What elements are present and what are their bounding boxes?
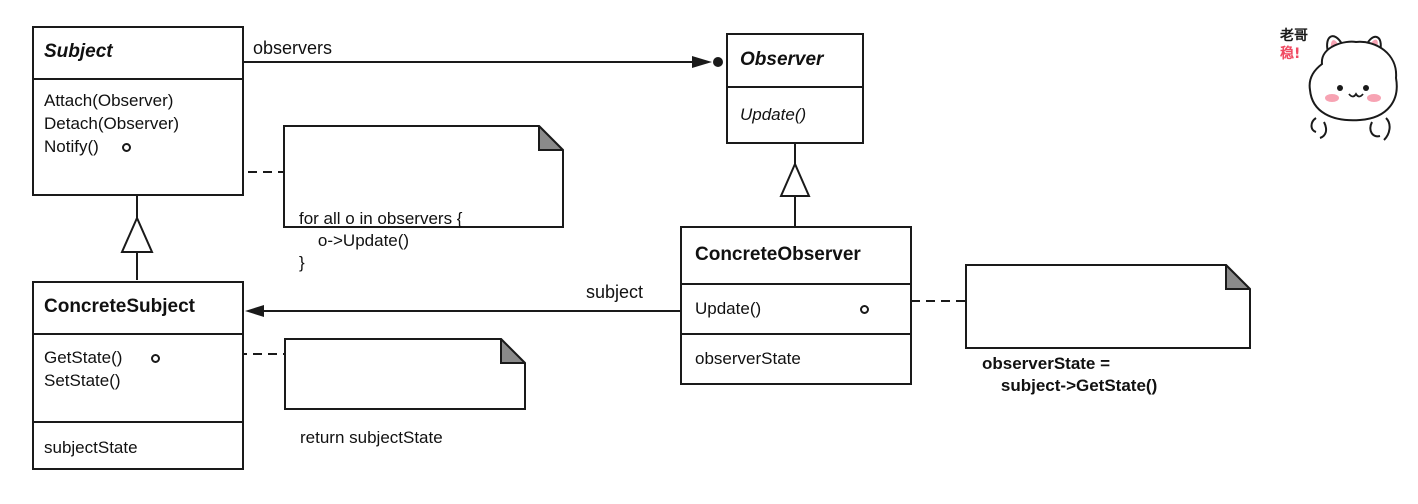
concrete-observer-class: ConcreteObserver Update() observerState [680, 226, 912, 385]
notify-note-anchor-icon [121, 143, 131, 153]
concrete-observer-class-name: ConcreteObserver [695, 244, 861, 265]
observer-operations-section: Update() [728, 86, 862, 142]
observer-inheritance-arrow [779, 143, 811, 226]
get-state-note: return subjectState [284, 338, 526, 447]
subject-inheritance-arrow [120, 195, 154, 280]
concrete-update-operation-row: Update() [682, 285, 910, 333]
subject-class-name: Subject [44, 41, 113, 62]
get-state-note-text: return subjectState [300, 428, 443, 447]
observer-class-name: Observer [740, 49, 824, 70]
concrete-observer-class-name-section: ConcreteObserver [682, 228, 910, 283]
set-state-operation: SetState() [44, 371, 121, 390]
update-note: observerState = subject->GetState() [965, 264, 1251, 395]
observers-role-label: observers [253, 38, 333, 58]
subject-operations-section: Attach(Observer) Detach(Observer) Notify… [34, 78, 242, 158]
concrete-update-operation: Update() [695, 299, 762, 318]
get-state-note-anchor-icon [151, 354, 161, 364]
sticker-caption-line1: 老哥 [1280, 28, 1308, 44]
concrete-subject-class-name: ConcreteSubject [44, 296, 195, 317]
concrete-subject-class-name-section: ConcreteSubject [34, 283, 242, 333]
update-note-frame [965, 264, 1251, 349]
subject-class-name-section: Subject [34, 28, 242, 78]
observer-class-name-section: Observer [728, 35, 862, 86]
get-state-operation: GetState() [44, 348, 123, 367]
concrete-subject-operations-section: GetState() SetState() [34, 333, 242, 421]
detach-operation: Detach(Observer) [44, 114, 180, 133]
subject-state-attribute: subjectState [44, 438, 138, 457]
concrete-observer-operations-section: Update() [682, 283, 910, 333]
concrete-observer-attributes-section: observerState [682, 333, 910, 383]
observer-update-operation: Update() [740, 105, 807, 124]
notify-note-text: for all o in observers { o->Update() } [299, 209, 463, 272]
notify-note: for all o in observers { o->Update() } [283, 125, 564, 272]
get-state-note-frame [284, 338, 526, 410]
subject-role-label: subject [586, 282, 644, 302]
concrete-subject-class: ConcreteSubject GetState() SetState() su… [32, 281, 244, 470]
attach-operation: Attach(Observer) [44, 91, 174, 110]
notify-operation-row: Notify() [34, 135, 242, 158]
observer-class: Observer Update() [726, 33, 864, 144]
bunny-sticker-icon [1308, 35, 1398, 141]
update-note-anchor-icon [859, 305, 869, 315]
sticker-caption: 老哥 稳! [1280, 27, 1308, 63]
notify-note-frame [283, 125, 564, 228]
subject-class: Subject Attach(Observer) Detach(Observer… [32, 26, 244, 196]
observers-association-line [243, 56, 723, 68]
get-state-operation-row: GetState() [34, 346, 242, 369]
observer-state-attribute: observerState [695, 349, 801, 368]
subject-association-line [245, 305, 680, 317]
concrete-subject-attributes-section: subjectState [34, 421, 242, 459]
sticker-caption-line2: 稳! [1280, 46, 1301, 62]
update-note-text: observerState = subject->GetState() [982, 354, 1158, 395]
notify-operation: Notify() [44, 137, 99, 156]
